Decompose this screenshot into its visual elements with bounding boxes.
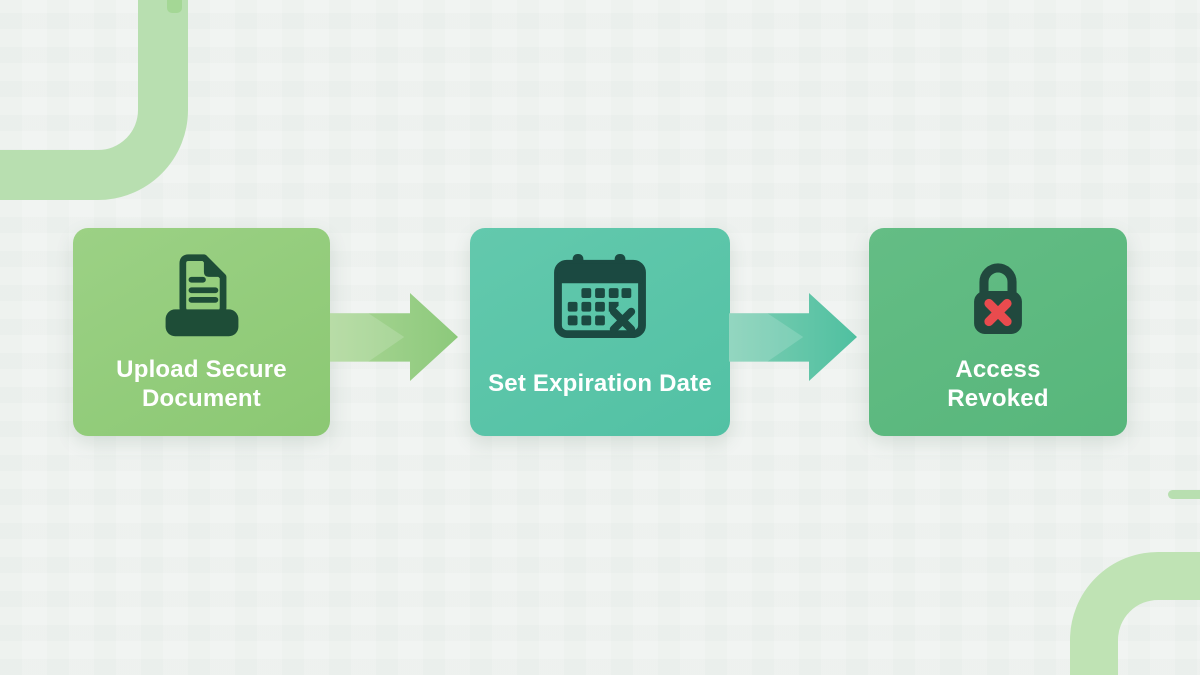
step-label-line: Upload Secure: [116, 355, 287, 383]
step-upload-secure-document: Upload Secure Document: [73, 228, 330, 436]
document-upload-icon: [156, 250, 248, 342]
lock-denied-icon: [965, 250, 1031, 342]
step-access-revoked: Access Revoked: [869, 228, 1127, 436]
step-label-line: Document: [142, 385, 261, 412]
right-edge-bar-decoration: [1168, 490, 1200, 499]
top-edge-tab-decoration: [167, 0, 182, 13]
calendar-expiry-icon: [553, 250, 647, 342]
step-label: Access Revoked: [947, 342, 1048, 436]
left-edge-bar-decoration: [0, 152, 13, 161]
step-set-expiration-date: Set Expiration Date: [470, 228, 730, 436]
step-label: Set Expiration Date: [488, 342, 712, 436]
step-label-line: Revoked: [947, 385, 1049, 412]
step-label-line: Set Expiration Date: [488, 370, 712, 398]
corner-bracket-top-left: [0, 0, 188, 200]
step-label: Upload Secure Document: [116, 342, 287, 436]
flow-arrow-right-1: [330, 293, 458, 381]
flow-arrow-right-2: [729, 293, 857, 381]
corner-bracket-bottom-right: [1070, 552, 1200, 675]
step-label-line: Access: [955, 355, 1041, 383]
